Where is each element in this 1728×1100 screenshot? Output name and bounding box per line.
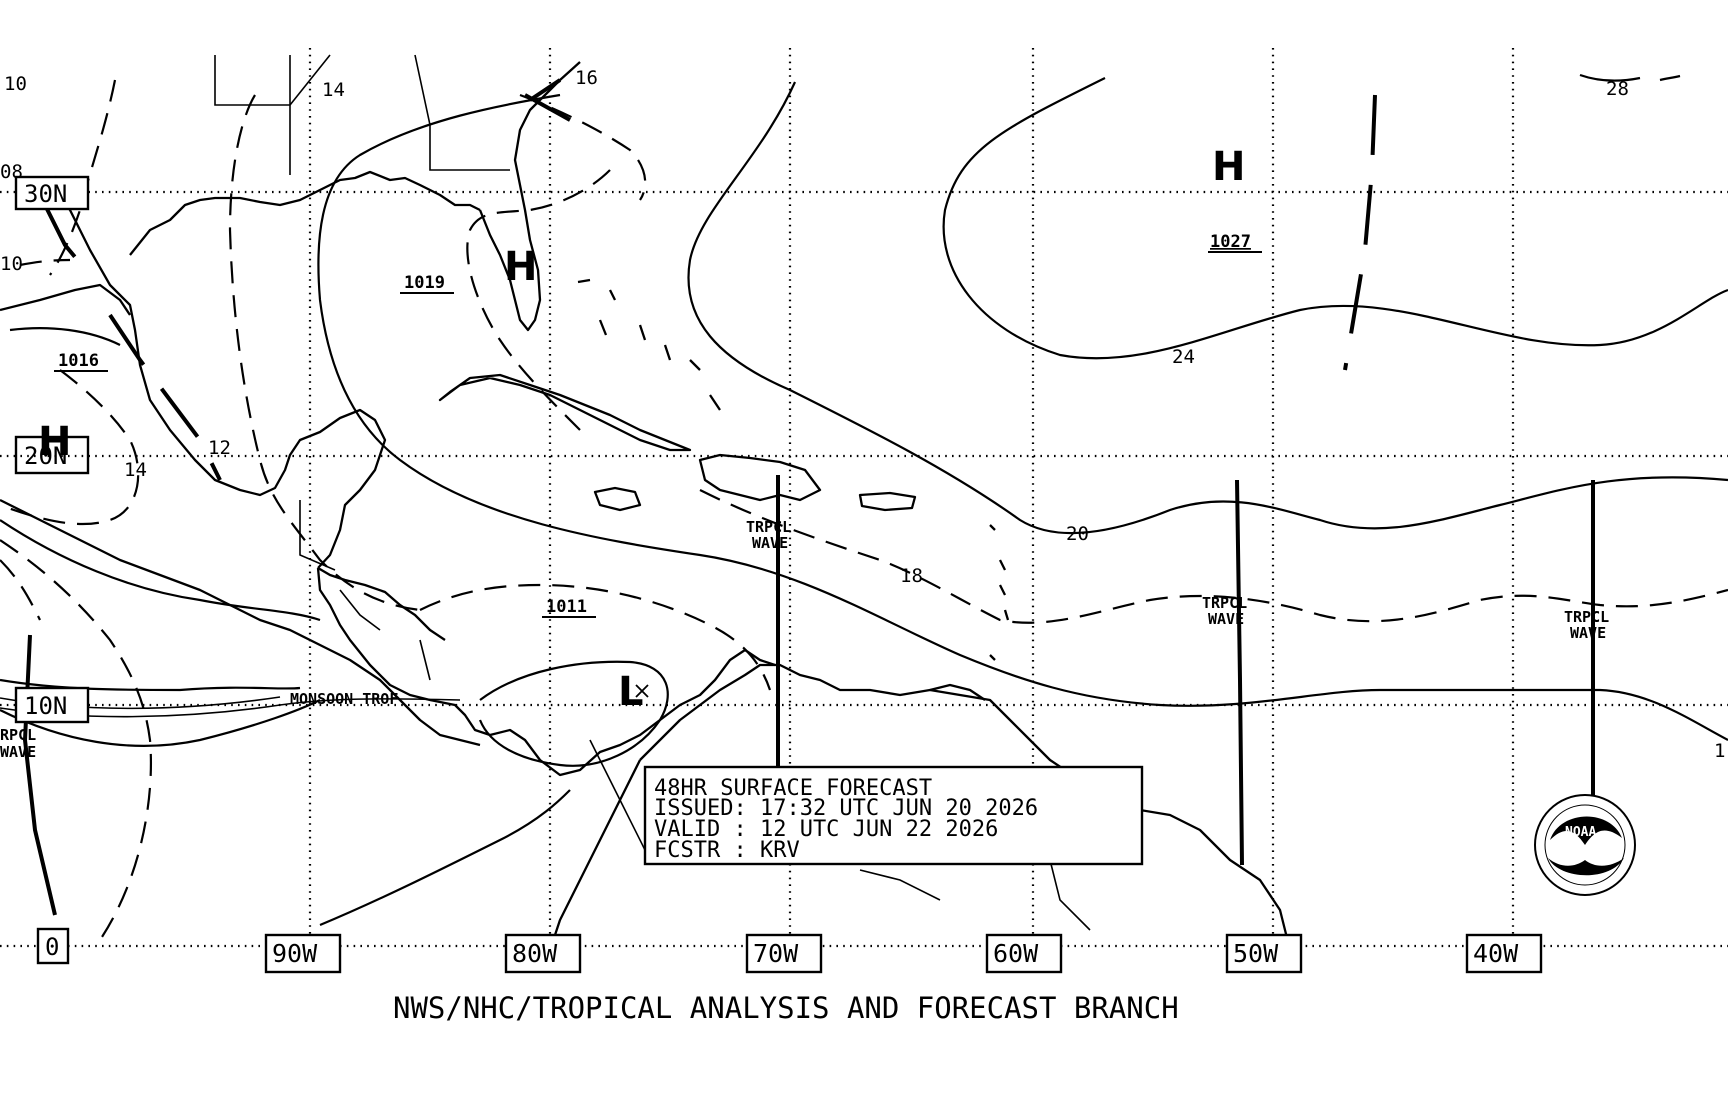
footer-caption: NWS/NHC/TROPICAL ANALYSIS AND FORECAST B… bbox=[393, 991, 1179, 1025]
latitude-label: 0 bbox=[45, 933, 59, 961]
latitude-labels: 30N 20N 10N 0 bbox=[14, 175, 90, 965]
tropical-wave-label: TRPCL bbox=[1202, 594, 1247, 612]
longitude-labels: 90W 80W 70W 60W 50W 40W bbox=[264, 933, 1543, 974]
low-center-marker bbox=[635, 684, 649, 698]
longitude-label: 50W bbox=[1233, 939, 1279, 968]
info-title: 48HR SURFACE FORECAST bbox=[654, 776, 932, 801]
isobar-label: 18 bbox=[900, 565, 923, 587]
info-issued: ISSUED: 17:32 UTC JUN 20 2026 bbox=[654, 796, 1038, 821]
tropical-wave-label: RPCL bbox=[0, 726, 36, 744]
longitude-label: 40W bbox=[1473, 939, 1519, 968]
latitude-label: 10N bbox=[24, 692, 67, 720]
feature-labels: MONSOON TROF TRPCL WAVE TRPCL WAVE TRPCL… bbox=[0, 518, 1609, 761]
longitude-label: 70W bbox=[753, 939, 799, 968]
info-forecaster: FCSTR : KRV bbox=[654, 838, 800, 863]
latitude-label: 20N bbox=[24, 442, 67, 470]
pressure-centers: H 1027 H 1019 H 1016 L 1011 bbox=[38, 144, 1262, 715]
isobar-label: 24 bbox=[1172, 346, 1195, 368]
tropical-wave-label: WAVE bbox=[1208, 610, 1244, 628]
isobar-label: 10 bbox=[0, 253, 23, 275]
central-pressure-value: 1019 bbox=[404, 273, 445, 293]
high-pressure-symbol: H bbox=[1212, 144, 1245, 190]
isobar-label: 10 bbox=[4, 73, 27, 95]
monsoon-trough-label: MONSOON TROF bbox=[290, 690, 398, 708]
isobar-label: 16 bbox=[575, 67, 598, 89]
isobar-labels: 10 08 10 14 16 12 14 24 20 18 28 1 bbox=[0, 67, 1725, 762]
latitude-grid bbox=[0, 190, 1728, 948]
borders bbox=[214, 54, 1091, 931]
low-pressure-symbol: L bbox=[618, 669, 644, 715]
isobars-dashed bbox=[0, 79, 1728, 941]
tropical-wave-label: TRPCL bbox=[746, 518, 791, 536]
isobar-label: 28 bbox=[1606, 78, 1629, 100]
high-pressure-symbol: H bbox=[38, 419, 71, 465]
isobar-label: 12 bbox=[208, 437, 231, 459]
central-pressure-value: 1027 bbox=[1210, 232, 1251, 252]
central-pressure-value: 1016 bbox=[58, 351, 99, 371]
isobar-label: 1 bbox=[1714, 740, 1725, 762]
central-pressure-value: 1011 bbox=[546, 597, 587, 617]
tropical-wave-label: WAVE bbox=[752, 534, 788, 552]
noaa-logo: NOAA bbox=[1534, 794, 1636, 896]
tropical-wave-label: TRPCL bbox=[1564, 608, 1609, 626]
tropical-wave-axis bbox=[1235, 479, 1244, 866]
surface-troughs bbox=[43, 78, 1377, 481]
tropical-wave-label: WAVE bbox=[1570, 624, 1606, 642]
tropical-wave-axis bbox=[22, 634, 57, 916]
coastlines bbox=[0, 61, 1292, 966]
forecast-info-box: 48HR SURFACE FORECAST ISSUED: 17:32 UTC … bbox=[643, 765, 1144, 866]
isobars-solid bbox=[0, 73, 1728, 927]
isobar-label: 14 bbox=[124, 459, 147, 481]
isobar-label: 20 bbox=[1066, 523, 1089, 545]
latitude-label: 30N bbox=[24, 180, 67, 208]
high-pressure-symbol: H bbox=[504, 244, 537, 290]
tropical-waves bbox=[22, 475, 1595, 916]
tropical-wave-label: WAVE bbox=[0, 743, 36, 761]
logo-text: NOAA bbox=[1565, 825, 1596, 840]
longitude-label: 80W bbox=[512, 939, 558, 968]
info-valid: VALID : 12 UTC JUN 22 2026 bbox=[654, 817, 998, 842]
longitude-label: 60W bbox=[993, 939, 1039, 968]
isobar-label: 14 bbox=[322, 79, 345, 101]
longitude-label: 90W bbox=[272, 939, 318, 968]
